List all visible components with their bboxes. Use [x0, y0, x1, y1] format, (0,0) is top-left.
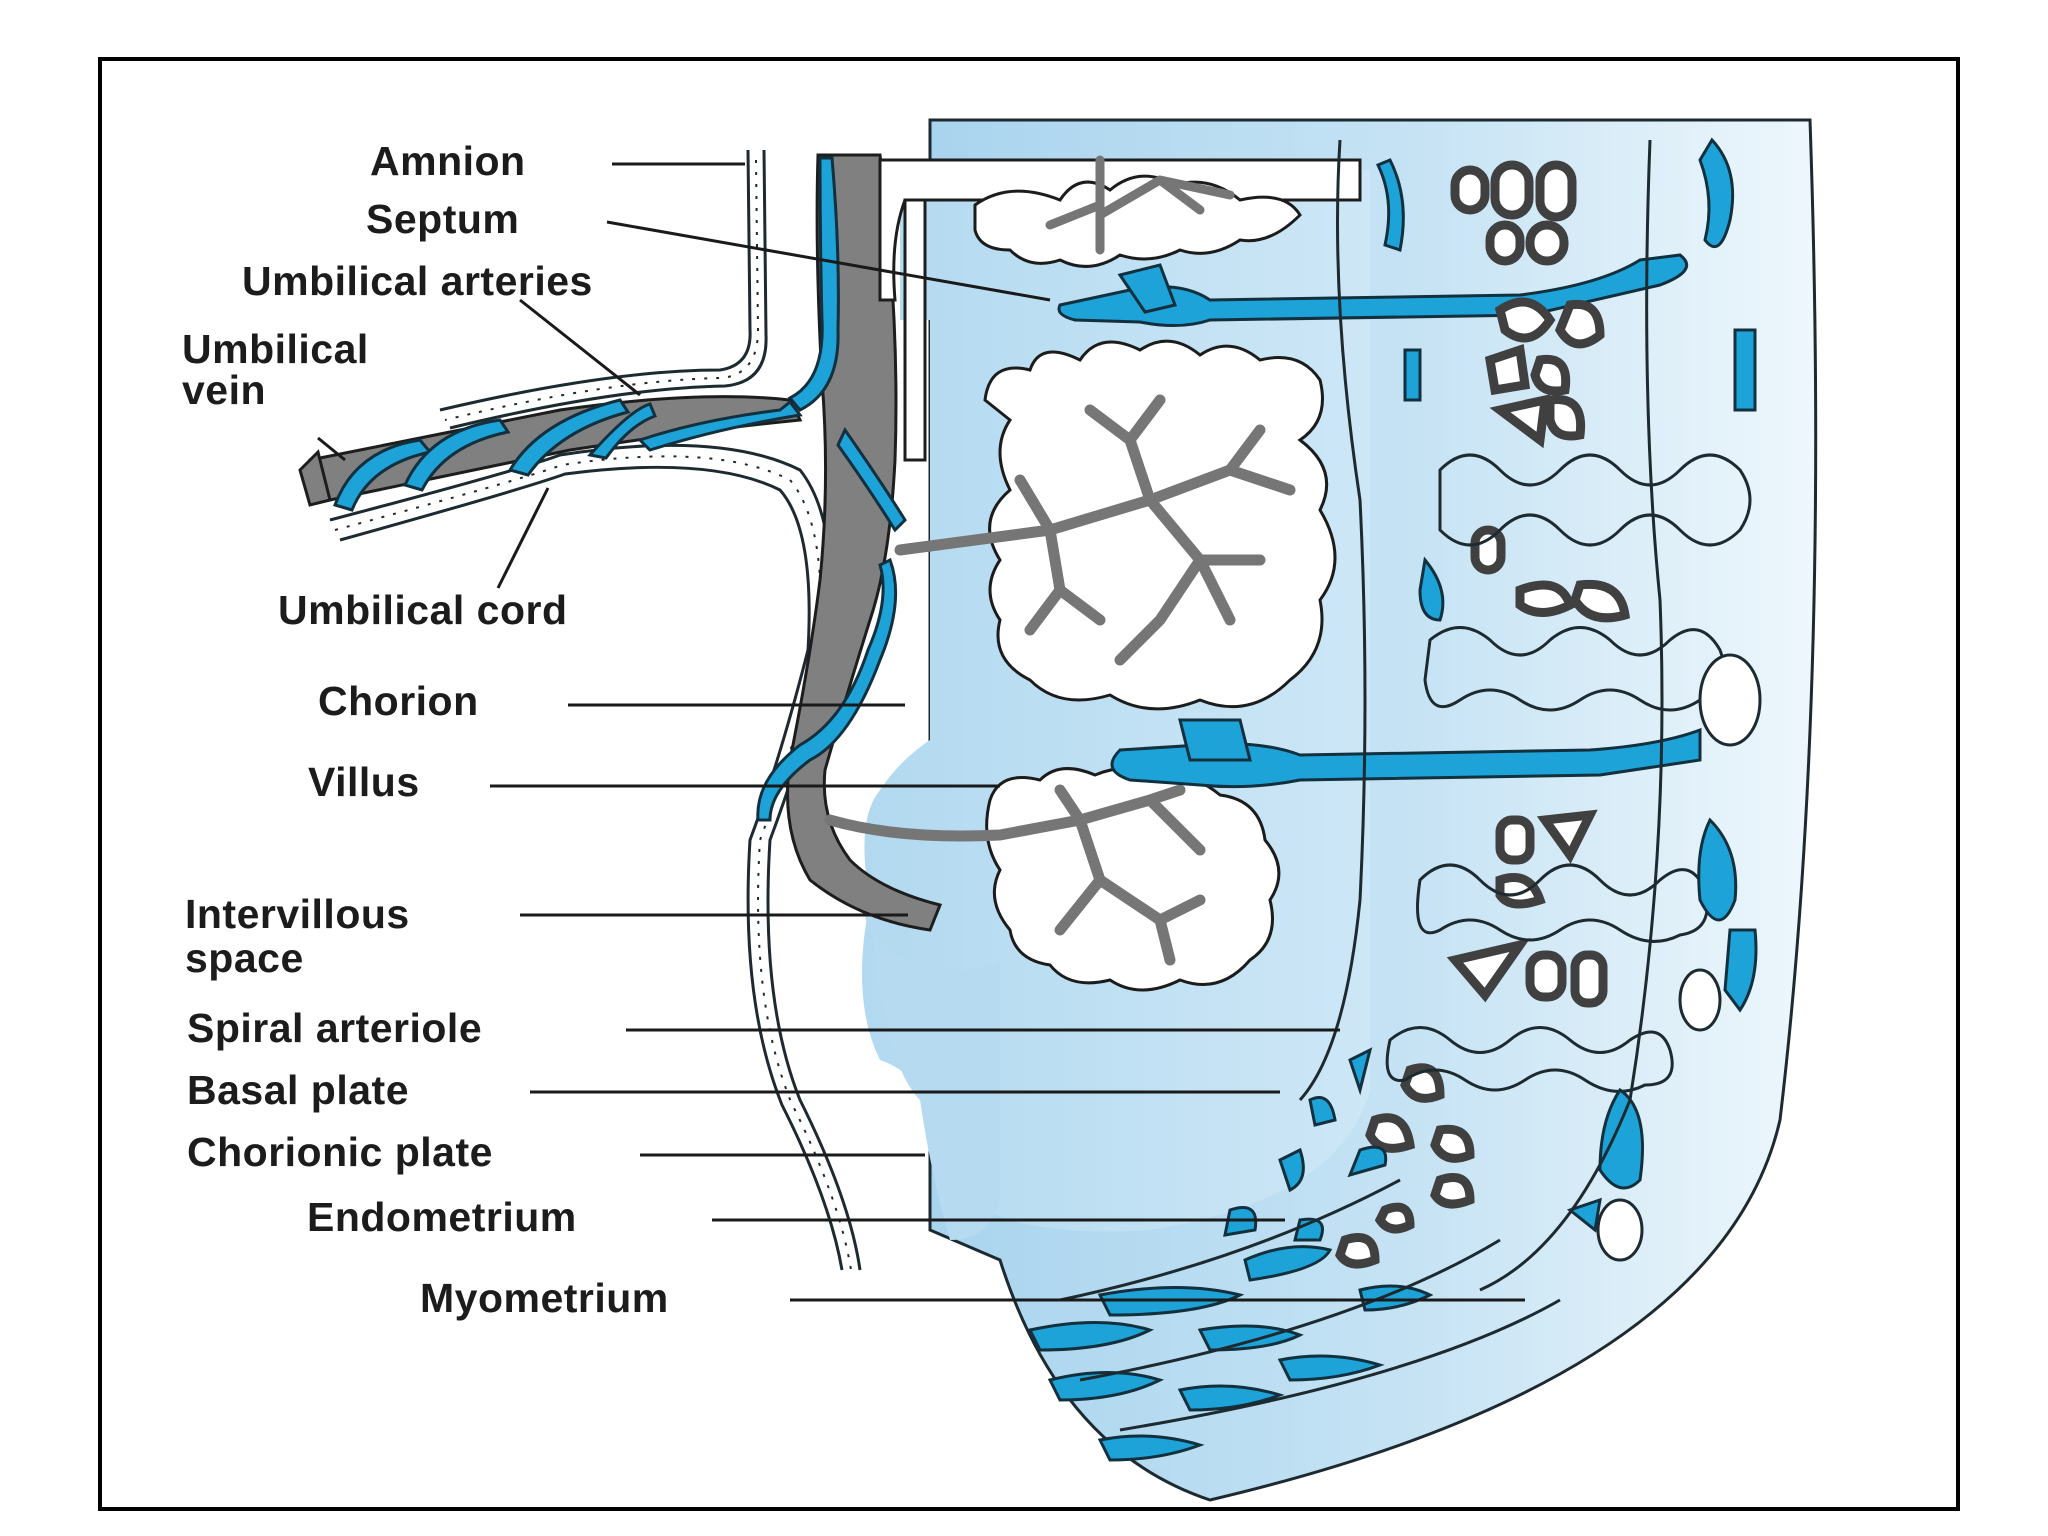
label-amnion: Amnion [370, 138, 526, 184]
label-umbilical-arteries: Umbilical arteries [242, 258, 593, 304]
label-umbilical-vein: Umbilical [182, 326, 369, 372]
umbilical-cord [300, 397, 800, 510]
label-chorionic-plate: Chorionic plate [187, 1129, 493, 1175]
label-umbilical-cord: Umbilical cord [278, 587, 568, 633]
label-septum: Septum [366, 196, 519, 242]
label-spiral-arteriole: Spiral arteriole [187, 1005, 482, 1051]
label-chorion: Chorion [318, 678, 479, 724]
label-basal-plate: Basal plate [187, 1067, 409, 1113]
label-myometrium: Myometrium [420, 1275, 669, 1321]
label-intervillous-space-2: space [185, 935, 304, 981]
label-villus: Villus [308, 759, 420, 805]
label-umbilical-vein-2: vein [182, 367, 266, 413]
labels: Amnion Septum Umbilical arteries Umbilic… [182, 138, 669, 1321]
label-endometrium: Endometrium [307, 1194, 577, 1240]
label-intervillous-space: Intervillous [185, 891, 410, 937]
